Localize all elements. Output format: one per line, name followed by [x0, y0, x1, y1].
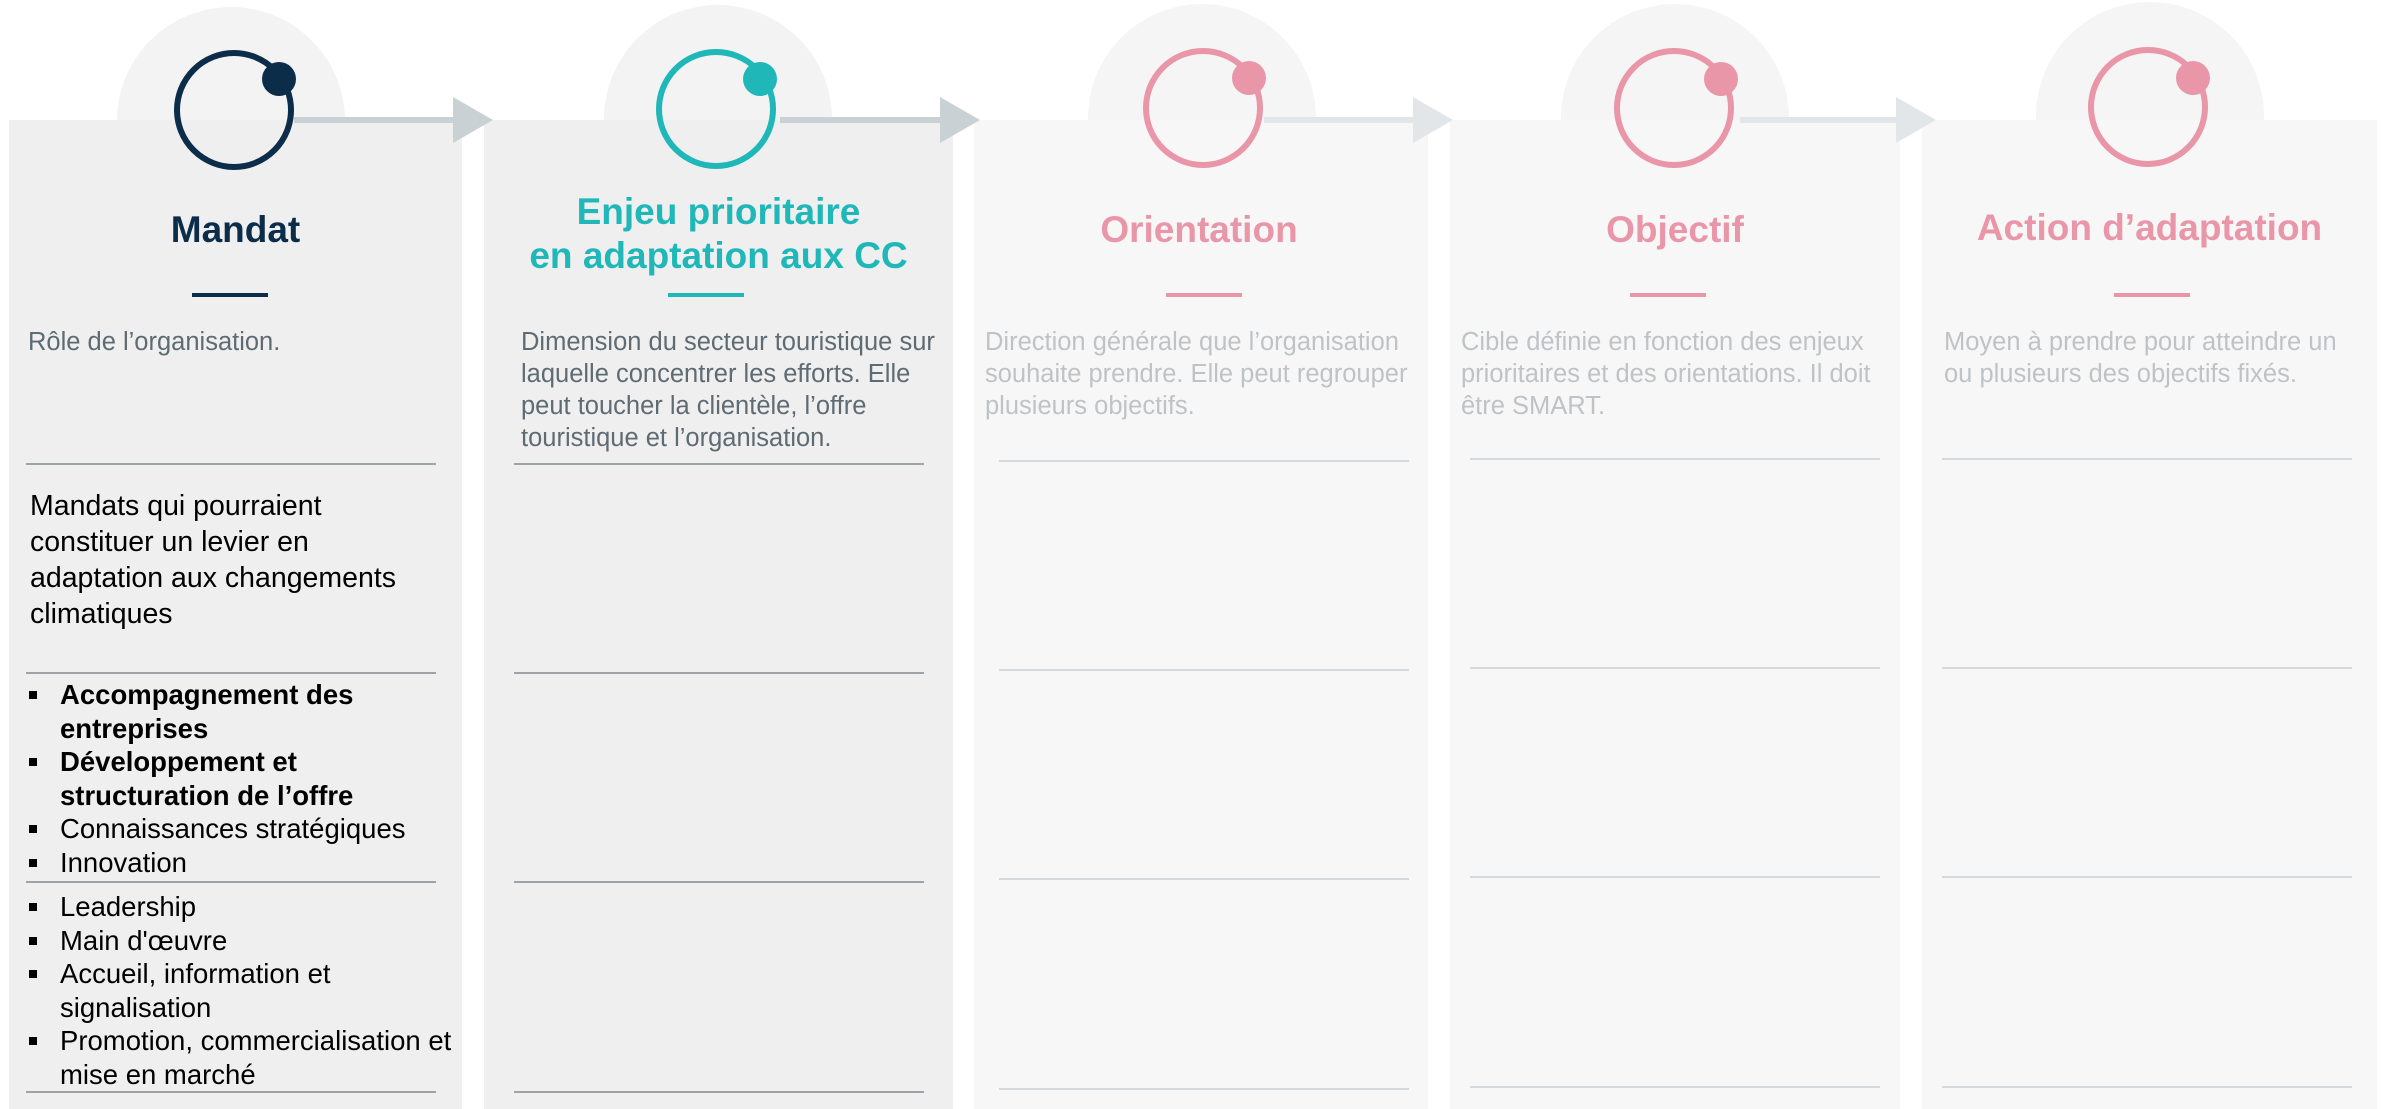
circle-progress-dot [262, 62, 296, 96]
row-divider [1470, 667, 1880, 669]
column-description-mandat: Rôle de l’organisation. [28, 328, 281, 356]
title-underline [192, 293, 268, 297]
panel-objectif [1450, 120, 1900, 1109]
arrow-right-icon [1413, 97, 1453, 143]
circle-progress-dot [2176, 61, 2210, 95]
list-item: Connaissances stratégiques [27, 812, 447, 846]
column-description-enjeu: Dimension du secteur touristique sur laq… [521, 328, 935, 452]
column-description-objectif: Cible définie en fonction des enjeux pri… [1461, 328, 1871, 420]
list-item: Main d'œuvre [27, 924, 467, 958]
row-divider [999, 878, 1409, 880]
list-item: Leadership [27, 890, 467, 924]
title-underline [1630, 293, 1706, 297]
arrow-right-icon [453, 97, 493, 143]
circle-progress-icon [1143, 48, 1263, 168]
panel-enjeu [484, 120, 953, 1109]
row-divider [1942, 1086, 2352, 1088]
title-underline [1166, 293, 1242, 297]
row-divider [1470, 1086, 1880, 1088]
connector-line-1 [294, 117, 454, 123]
row-divider [26, 881, 436, 883]
circle-progress-icon [656, 49, 776, 169]
title-underline [2114, 293, 2190, 297]
list-item: Accompagnement des entreprises [27, 678, 447, 745]
circle-progress-dot [1704, 62, 1738, 96]
row-divider [514, 881, 924, 883]
row-divider [26, 672, 436, 674]
column-title-action: Action d’adaptation [1976, 207, 2323, 248]
title-underline [668, 293, 744, 297]
row-divider [1470, 458, 1880, 460]
row-divider [999, 1088, 1409, 1090]
circle-progress-dot [1232, 61, 1266, 95]
row-divider [26, 1091, 436, 1093]
column-title-objectif: Objectif [1606, 209, 1744, 250]
connector-line-2 [780, 117, 942, 123]
column-title-mandat: Mandat [170, 209, 301, 250]
list-item: Promotion, commercialisation et mise en … [27, 1024, 467, 1091]
panel-mandat [9, 120, 462, 1109]
mandats-list-other: Leadership Main d'œuvre Accueil, informa… [27, 890, 467, 1091]
arrow-right-icon [940, 97, 980, 143]
row-divider [514, 1091, 924, 1093]
row-divider [1942, 667, 2352, 669]
circle-progress-icon [174, 50, 294, 170]
row-divider [514, 672, 924, 674]
list-item: Développement et structuration de l’offr… [27, 745, 447, 812]
row-divider [26, 463, 436, 465]
row-divider [999, 460, 1409, 462]
row-divider [514, 463, 924, 465]
circle-progress-dot [743, 62, 777, 96]
column-description-action: Moyen à prendre pour atteindre un ou plu… [1944, 328, 2337, 388]
connector-line-4 [1740, 117, 1898, 123]
mandats-list-priority: Accompagnement des entreprises Développe… [27, 678, 447, 879]
circle-progress-icon [1614, 48, 1734, 168]
row-divider [1942, 458, 2352, 460]
column-title-enjeu: Enjeu prioritaire en adaptation aux CC [529, 191, 908, 276]
row-divider [1470, 876, 1880, 878]
row-divider [999, 669, 1409, 671]
list-item: Innovation [27, 846, 447, 880]
panel-orientation [974, 120, 1428, 1109]
column-description-orientation: Direction générale que l’organisation so… [985, 328, 1408, 420]
circle-progress-icon [2088, 47, 2208, 167]
panel-action [1922, 120, 2377, 1109]
arrow-right-icon [1896, 97, 1936, 143]
mandats-heading: Mandats qui pourraient constituer un lev… [30, 490, 397, 630]
connector-line-3 [1264, 117, 1414, 123]
column-title-orientation: Orientation [1100, 209, 1298, 250]
list-item: Accueil, information et signalisation [27, 957, 467, 1024]
row-divider [1942, 876, 2352, 878]
